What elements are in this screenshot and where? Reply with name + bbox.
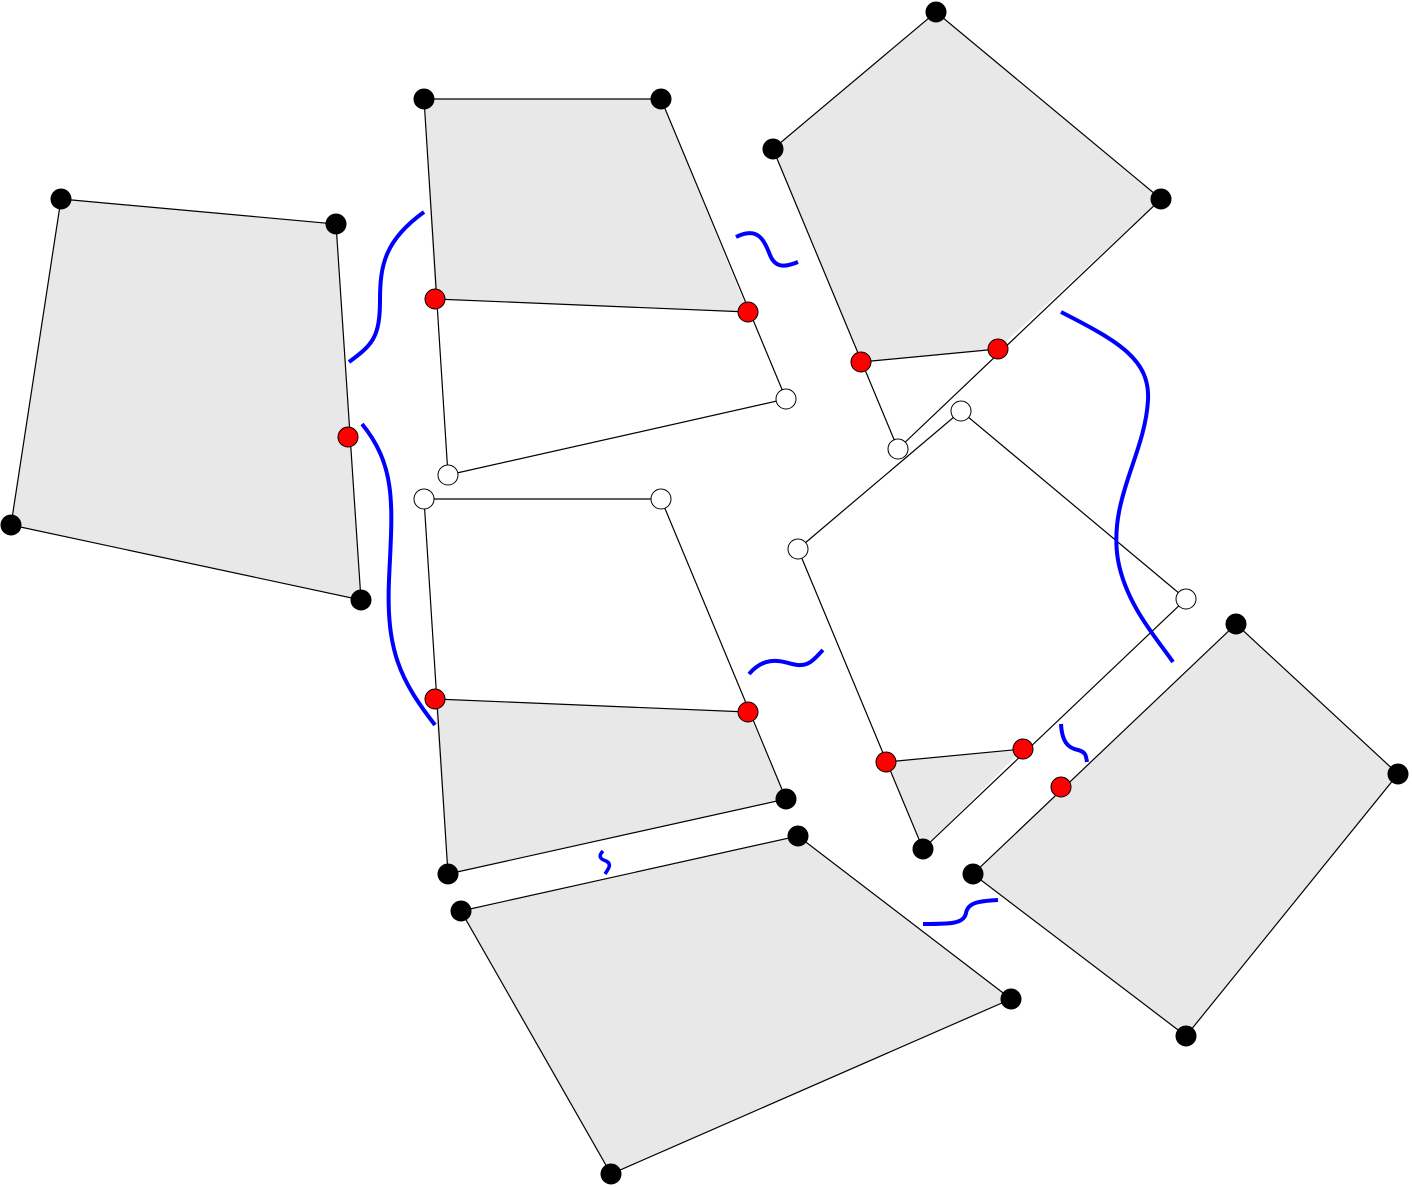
vertex-black <box>50 188 72 210</box>
vertex-black <box>1000 988 1022 1010</box>
edge-bottom-middle-cut <box>434 698 749 713</box>
region-left-quad <box>11 199 361 600</box>
vertex-black <box>1387 763 1409 785</box>
vertex-red <box>1012 738 1034 760</box>
vertex-black <box>600 1163 622 1185</box>
vertex-red <box>737 701 759 723</box>
vertex-black <box>787 825 809 847</box>
vertex-black <box>0 514 22 536</box>
vertex-black <box>912 838 934 860</box>
curve-bottom-right-gap <box>922 898 999 926</box>
vertex-black <box>925 1 947 23</box>
edge-top-middle-cut <box>434 298 749 313</box>
curve-right-long <box>1060 310 1175 664</box>
curve-bottom-small <box>598 849 612 875</box>
vertex-black <box>762 138 784 160</box>
vertex-white <box>650 488 672 510</box>
curve-left-lower <box>360 422 437 727</box>
vertex-black <box>413 88 435 110</box>
edge-middle-right-cut <box>885 748 1024 763</box>
vertex-black <box>775 788 797 810</box>
vertex-black <box>450 900 472 922</box>
curve-right-small <box>1059 723 1089 763</box>
vertex-black <box>437 863 459 885</box>
region-bottom-quad <box>461 836 1011 1174</box>
vertex-red <box>424 688 446 710</box>
vertex-white <box>787 538 809 560</box>
vertex-red <box>850 351 872 373</box>
vertex-black <box>325 213 347 235</box>
vertex-black <box>650 88 672 110</box>
vertex-white <box>413 488 435 510</box>
vertex-black <box>1175 1025 1197 1047</box>
curve-left-upper <box>347 210 426 364</box>
region-middle-right-triangle <box>886 749 1023 849</box>
vertex-black <box>1150 188 1172 210</box>
vertex-black <box>350 589 372 611</box>
region-bottom-right-quad <box>973 624 1398 1036</box>
region-top-right-quad <box>773 12 1161 362</box>
vertex-white <box>775 388 797 410</box>
vertex-red <box>337 426 359 448</box>
vertex-white <box>887 438 909 460</box>
vertex-white <box>437 464 459 486</box>
shaded-regions <box>11 12 1398 1174</box>
vertex-red <box>424 288 446 310</box>
vertex-red <box>875 751 897 773</box>
region-top-middle-quad <box>424 99 748 312</box>
vertex-white <box>1175 588 1197 610</box>
vertex-white <box>950 400 972 422</box>
curve-top-gap <box>735 231 799 268</box>
vertex-red <box>987 338 1009 360</box>
vertex-red <box>737 301 759 323</box>
edge-top-right-cut <box>860 348 999 363</box>
gluing-curves <box>347 210 1175 926</box>
curve-middle-gap <box>747 648 825 676</box>
vertex-black <box>1225 613 1247 635</box>
region-bottom-middle-quad <box>435 699 786 874</box>
vertex-black <box>962 863 984 885</box>
vertex-red <box>1050 776 1072 798</box>
